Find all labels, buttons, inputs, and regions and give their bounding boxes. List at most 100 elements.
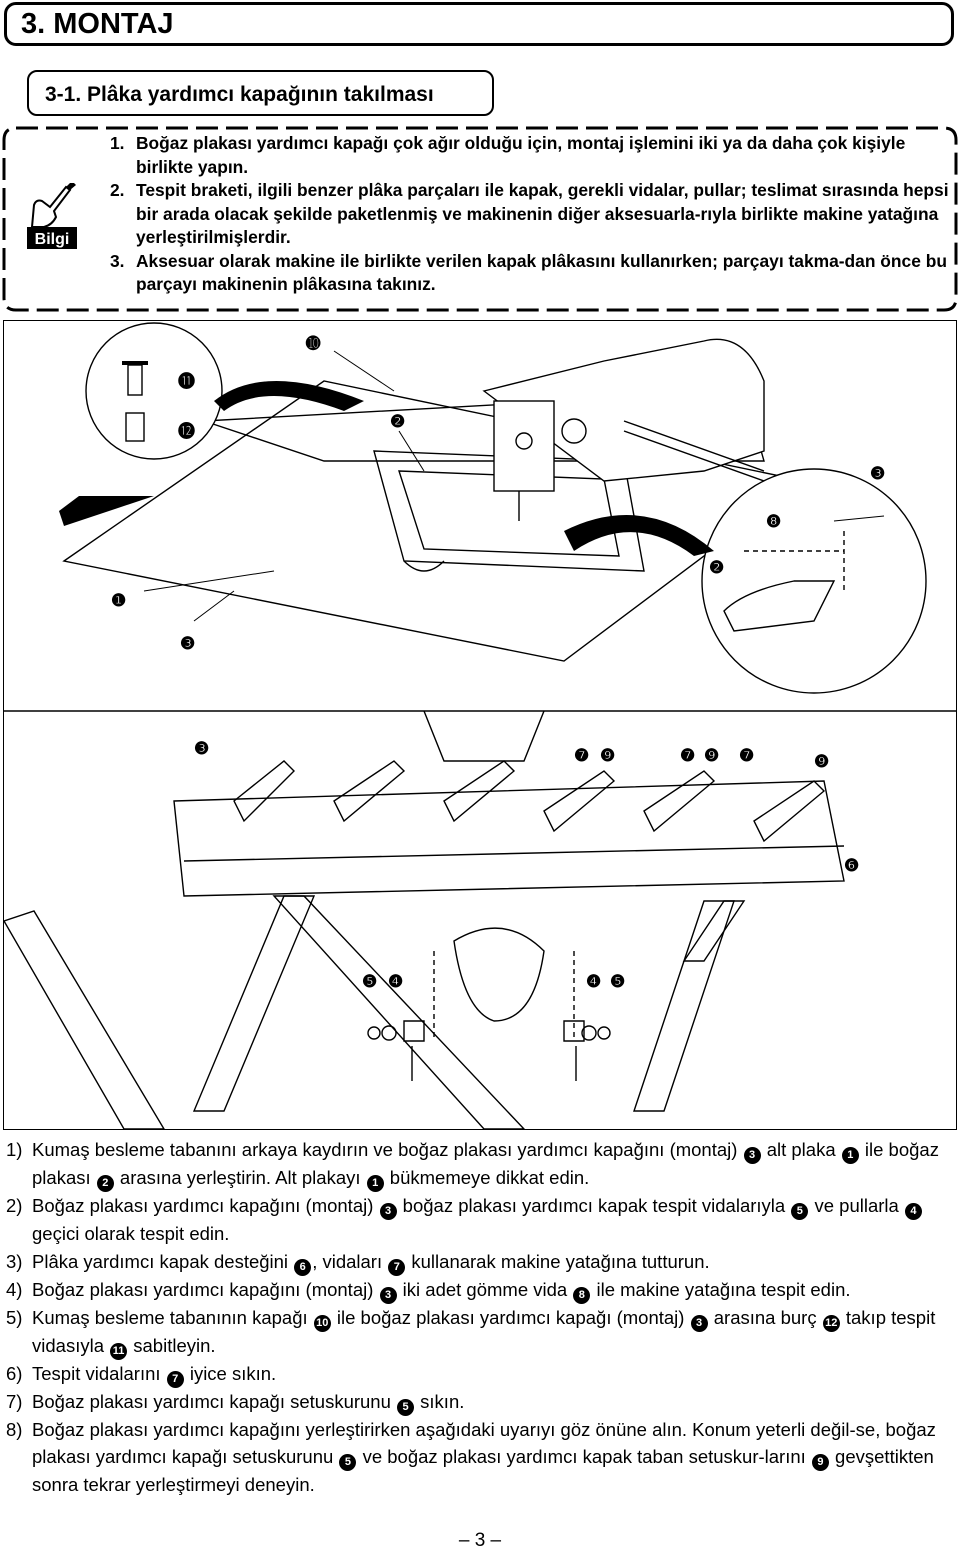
step-text: alt plaka bbox=[761, 1139, 841, 1160]
step-text: boğaz plakası yardımcı kapak tespit vida… bbox=[397, 1195, 791, 1216]
part-reference: 5 bbox=[397, 1398, 415, 1416]
step-text: takıp tespit vidasıyla bbox=[32, 1306, 936, 1356]
instruction-steps: 1) Kumaş besleme tabanını arkaya kaydırın… bbox=[6, 1136, 956, 1499]
section-title: 3. MONTAJ bbox=[21, 8, 174, 40]
subsection-title: 3-1. Plâka yardımcı kapağının takılması bbox=[45, 83, 434, 106]
instruction-step: 5) Kumaş besleme tabanının kapağı 10 ile … bbox=[6, 1304, 956, 1360]
step-number: 2) bbox=[6, 1195, 23, 1216]
step-text: Boğaz plakası yardımcı kapağını yerleşti… bbox=[32, 1418, 936, 1468]
info-note-box bbox=[2, 126, 958, 312]
step-number: 4) bbox=[6, 1278, 23, 1300]
step-text: ile makine yatağına tespit edin. bbox=[591, 1278, 851, 1300]
part-reference: 2 bbox=[96, 1175, 114, 1192]
part-reference: 7 bbox=[388, 1258, 406, 1276]
callout-3: ❸ bbox=[194, 739, 209, 758]
part-reference: 3 bbox=[743, 1147, 761, 1164]
step-text: geçici olarak tespit edin. bbox=[32, 1223, 230, 1244]
step-number: 5) bbox=[6, 1306, 23, 1328]
part-reference: 3 bbox=[379, 1203, 397, 1220]
part-reference: 1 bbox=[366, 1175, 384, 1192]
instruction-step: 3) Plâka yardımcı kapak desteğini 6, vida… bbox=[6, 1248, 956, 1276]
section-title-box: 3. MONTAJ bbox=[4, 2, 954, 46]
callout-12: ⓬ bbox=[178, 421, 195, 441]
step-number: 8) bbox=[6, 1418, 23, 1440]
info-note: 3.Aksesuar olarak makine ile birlikte ve… bbox=[110, 250, 947, 295]
instruction-step: 7) Boğaz plakası yardımcı kapağı setuskur… bbox=[6, 1388, 956, 1416]
step-number: 6) bbox=[6, 1362, 23, 1384]
step-text: sıkın. bbox=[415, 1390, 465, 1412]
callout-9: ❾ bbox=[814, 752, 829, 771]
part-reference: 5 bbox=[339, 1454, 357, 1471]
part-reference: 7 bbox=[166, 1370, 184, 1388]
step-text: Boğaz plakası yardımcı kapağı setuskurun… bbox=[32, 1390, 397, 1412]
callout-11: ⓫ bbox=[178, 371, 195, 391]
info-note: 1.Boğaz plakası yardımcı kapağı çok ağır… bbox=[110, 133, 906, 177]
top-machine-drawing bbox=[62, 322, 927, 694]
instruction-step: 2) Boğaz plakası yardımcı kapağını (monta… bbox=[6, 1192, 956, 1248]
callout-labels: ➓ ⓫ ⓬ ❷ ❸ ❽ ❷ ❶ ❸ ❸ ❼ ❾ ❼ ❾ ❼ ❾ ❻ ❺ ❹ ❹ … bbox=[111, 334, 885, 991]
part-reference: 1 bbox=[841, 1147, 859, 1164]
callout-1: ❶ bbox=[111, 591, 126, 610]
part-reference: 9 bbox=[811, 1454, 829, 1471]
step-text: bükmemeye dikkat edin. bbox=[384, 1167, 590, 1188]
step-text: arasına yerleştirin. Alt plakayı bbox=[114, 1167, 366, 1188]
page-number: – 3 – bbox=[458, 1530, 502, 1551]
callout-7: ❼ bbox=[739, 746, 754, 765]
callout-5: ❺ bbox=[610, 972, 625, 991]
info-icon-label: Bilgi bbox=[35, 231, 70, 248]
callout-6: ❻ bbox=[844, 856, 859, 875]
instruction-step: 4)Boğaz plakası yardımcı kapağını (monta… bbox=[6, 1276, 956, 1304]
step-text: ve pullarla bbox=[809, 1195, 904, 1216]
callout-7: ❼ bbox=[680, 746, 695, 765]
step-text: , vidaları bbox=[312, 1250, 388, 1272]
instruction-step: 1) Kumaş besleme tabanını arkaya kaydırın… bbox=[6, 1136, 956, 1192]
step-text: sabitleyin. bbox=[128, 1334, 216, 1356]
callout-2: ❷ bbox=[709, 558, 724, 577]
info-note: 2.Tespit braketi, ilgili benzer plâka pa… bbox=[110, 180, 949, 247]
callout-9: ❾ bbox=[600, 746, 615, 765]
part-reference: 8 bbox=[573, 1286, 591, 1304]
callout-5: ❺ bbox=[362, 972, 377, 991]
bottom-table-drawing bbox=[4, 710, 956, 1129]
callout-4: ❹ bbox=[388, 972, 403, 991]
instruction-step: 8) Boğaz plakası yardımcı kapağını yerleş… bbox=[6, 1416, 956, 1499]
step-number: 3) bbox=[6, 1250, 23, 1272]
step-text: arasına burç bbox=[708, 1306, 822, 1328]
step-text: Kumaş besleme tabanının kapağı bbox=[32, 1306, 313, 1328]
callout-7: ❼ bbox=[574, 746, 589, 765]
info-notes: 1.Boğaz plakası yardımcı kapağı çok ağır… bbox=[110, 132, 952, 297]
info-pencil-icon: Bilgi bbox=[26, 181, 78, 251]
part-reference: 3 bbox=[379, 1286, 397, 1304]
callout-4: ❹ bbox=[586, 972, 601, 991]
step-number: 7) bbox=[6, 1390, 23, 1412]
subsection-title-box: 3-1. Plâka yardımcı kapağının takılması bbox=[27, 70, 494, 116]
dashed-border bbox=[2, 126, 958, 312]
part-reference: 3 bbox=[690, 1314, 708, 1332]
callout-8: ❽ bbox=[766, 512, 781, 531]
assembly-figure: ➓ ⓫ ⓬ ❷ ❸ ❽ ❷ ❶ ❸ ❸ ❼ ❾ ❼ ❾ ❼ ❾ ❻ ❺ ❹ ❹ … bbox=[3, 320, 957, 1130]
callout-2: ❷ bbox=[390, 412, 405, 431]
step-text: Plâka yardımcı kapak desteğini bbox=[32, 1250, 294, 1272]
step-number: 1) bbox=[6, 1139, 23, 1160]
part-reference: 10 bbox=[313, 1314, 331, 1332]
step-text: ile boğaz plakası bbox=[32, 1139, 939, 1188]
step-text: kullanarak makine yatağına tutturun. bbox=[406, 1250, 710, 1272]
callout-3: ❸ bbox=[180, 634, 195, 653]
step-text: gevşettikten sonra tekrar yerleştirmeyi … bbox=[32, 1446, 934, 1495]
step-text: ile boğaz plakası yardımcı kapağı (monta… bbox=[331, 1306, 690, 1328]
part-reference: 12 bbox=[822, 1314, 840, 1332]
part-reference: 5 bbox=[791, 1203, 809, 1220]
step-text: Boğaz plakası yardımcı kapağını (montaj) bbox=[32, 1195, 379, 1216]
step-text: ve boğaz plakası yardımcı kapak taban se… bbox=[357, 1446, 811, 1467]
callout-9: ❾ bbox=[704, 746, 719, 765]
step-text: Tespit vidalarını bbox=[32, 1362, 166, 1384]
part-reference: 4 bbox=[904, 1203, 922, 1220]
leader-lines bbox=[143, 350, 885, 622]
step-text: iki adet gömme vida bbox=[397, 1278, 573, 1300]
callout-10: ➓ bbox=[305, 334, 321, 353]
instruction-step: 6) Tespit vidalarını 7 iyice sıkın. bbox=[6, 1360, 956, 1388]
part-reference: 6 bbox=[294, 1258, 312, 1276]
step-text: iyice sıkın. bbox=[184, 1362, 277, 1384]
step-text: Kumaş besleme tabanını arkaya kaydırın v… bbox=[32, 1139, 743, 1160]
callout-3: ❸ bbox=[870, 464, 885, 483]
